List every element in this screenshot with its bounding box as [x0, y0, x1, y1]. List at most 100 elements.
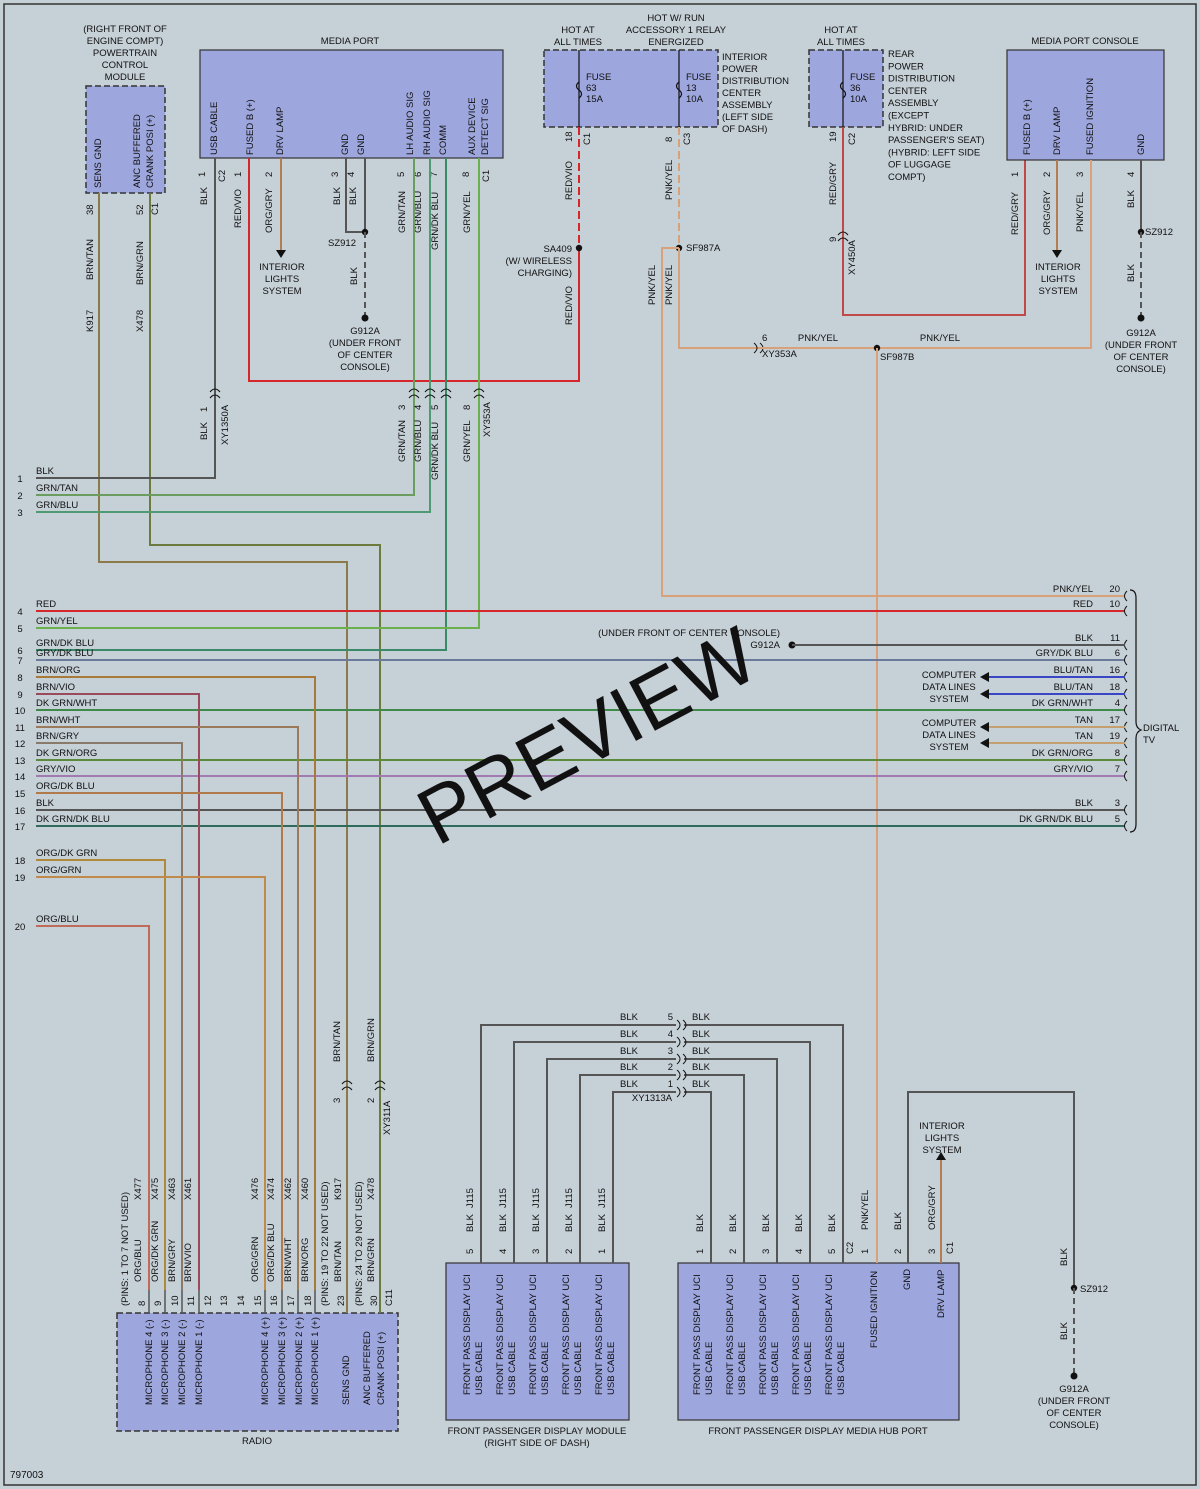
splice-label: SA409 — [543, 244, 572, 255]
ground-label: G912A — [1126, 328, 1156, 339]
rpdc-label: (EXCEPT — [888, 111, 929, 122]
bus-pin-number: 7 — [17, 656, 22, 667]
pin-number: 5 — [430, 405, 441, 410]
computer-data-lines-label: COMPUTER — [922, 670, 977, 681]
wire-color-label: BLK — [597, 1213, 608, 1232]
tv-pin-bracket — [1124, 754, 1128, 766]
wire-color-label: BLK — [1059, 1321, 1070, 1340]
fuse-13-label: FUSE — [686, 72, 711, 83]
fpdm-pin-number: 1 — [597, 1249, 608, 1254]
inline-connector-label: XY311A — [382, 1100, 393, 1135]
fpdm-pin-label: FRONT PASS DISPLAY UCI — [594, 1274, 605, 1395]
media-port-pin-label: DRV LAMP — [275, 107, 286, 155]
wire-red-gry — [842, 127, 1026, 316]
fpdmhp-pin-label: FRONT PASS DISPLAY UCI — [791, 1274, 802, 1395]
pcm-pin-label: CRANK POSI (+) — [145, 115, 156, 188]
digital-tv-label: TV — [1143, 735, 1156, 746]
fuse-63-label: FUSE — [586, 72, 611, 83]
fpdmhp-pin-number: 2 — [893, 1249, 904, 1254]
interior-lights-label: INTERIOR — [919, 1121, 965, 1132]
rpdc-label: REAR — [888, 49, 915, 60]
wire-color-label: BLK — [531, 1213, 542, 1232]
wire-blk — [546, 1058, 676, 1263]
radio-pin-label: MICROPHONE 2 (-) — [177, 1320, 188, 1406]
ipdc-connector: C3 — [682, 133, 693, 145]
connector-symbol — [440, 388, 452, 399]
ground-label: OF CENTER — [1047, 1408, 1102, 1419]
fpdmhp-pin-label: FRONT PASS DISPLAY UCI — [692, 1274, 703, 1395]
fuse-36-label: 36 — [850, 83, 861, 94]
fpdmhp-pin-number: 3 — [761, 1249, 772, 1254]
radio-pin-number: 15 — [253, 1295, 264, 1306]
interior-lights-label: SYSTEM — [262, 286, 301, 297]
wire-brn-tan — [98, 193, 348, 1080]
rpdc-label: ASSEMBLY — [888, 98, 939, 109]
circuit-label: X478 — [366, 1178, 377, 1200]
fpdmhp-pin-number: 5 — [827, 1249, 838, 1254]
interior-lights-label: LIGHTS — [925, 1133, 959, 1144]
wire-color-label: BLK — [692, 1046, 711, 1057]
media-port-pin-label: DETECT SIG — [480, 98, 491, 155]
tv-pin-bracket — [1124, 820, 1128, 832]
fpdmhp-pin-label: USB CABLE — [770, 1342, 781, 1395]
wire-color-label: BLK — [199, 421, 210, 440]
computer-data-lines-label: COMPUTER — [922, 718, 977, 729]
interior-lights-label: INTERIOR — [259, 262, 305, 273]
hot-w-run-label: HOT W/ RUN — [647, 13, 704, 24]
wire-color-label: BLK — [761, 1213, 772, 1232]
wire-color-label: BLK — [332, 186, 343, 205]
ground-icon — [361, 314, 369, 322]
fuse-63-label: 15A — [586, 94, 604, 105]
wire-color-label: PNK/YEL — [664, 160, 675, 200]
tv-pin-number: 19 — [1109, 731, 1120, 742]
tv-wire-label: PNK/YEL — [1053, 584, 1093, 595]
bus-wire-label: DK GRN/ORG — [36, 748, 97, 759]
radio-pin-number: 14 — [236, 1295, 247, 1306]
ipdc-box — [543, 49, 719, 128]
wire-color-label: GRN/TAN — [397, 420, 408, 462]
fpdmhp-pin-label: FRONT PASS DISPLAY UCI — [824, 1274, 835, 1395]
wire-color-label: BLK — [827, 1213, 838, 1232]
connector-symbol — [424, 388, 436, 399]
inline-connector-label: XY450A — [847, 239, 858, 275]
radio-box — [116, 1312, 399, 1432]
wire-brn-vio — [36, 693, 200, 1290]
splice-sa409 — [575, 244, 583, 252]
circuit-label: X463 — [167, 1178, 178, 1200]
fuse-13-label: 13 — [686, 83, 697, 94]
media-port-connector: C1 — [481, 170, 492, 182]
arrow-left-icon — [980, 738, 989, 748]
fpdmhp-pin-label: FUSED IGNITION — [869, 1271, 880, 1348]
fpdmhp-pin-number: 3 — [927, 1249, 938, 1254]
radio-pin-number: 13 — [219, 1295, 230, 1306]
connector-symbol — [408, 388, 420, 399]
fuse-icon — [839, 81, 847, 99]
bus-wire-label: ORG/GRN — [36, 865, 82, 876]
mpc-pin-label: FUSED B (+) — [1022, 99, 1033, 155]
bus-wire-label: GRN/BLU — [36, 500, 78, 511]
splice-label: G912A — [750, 640, 780, 651]
wire-pnk-yel — [678, 248, 762, 349]
wire-org-dk-grn — [36, 859, 166, 1290]
tv-pin-number: 18 — [1109, 682, 1120, 693]
wire-color-label: ORG/GRY — [1042, 190, 1053, 235]
wire-color-label: BRN/GRY — [167, 1238, 178, 1282]
fpdmhp-box — [677, 1262, 960, 1421]
wire-color-label: BLK — [498, 1213, 509, 1232]
wire-color-label: BLK — [1126, 263, 1137, 282]
pcm-connector: C1 — [150, 203, 161, 215]
wire-color-label: ORG/DK BLU — [266, 1223, 277, 1282]
tv-wire-label: BLK — [1075, 633, 1094, 644]
tv-wire-label: DK GRN/WHT — [1032, 698, 1093, 709]
ground-label: CONSOLE) — [1116, 364, 1166, 375]
fpdmhp-pin-number: 4 — [794, 1249, 805, 1254]
connector-symbol — [676, 1019, 687, 1031]
hot-at-all-times-label: ALL TIMES — [817, 37, 865, 48]
wire-color-label: ORG/GRY — [927, 1185, 938, 1230]
wire-color-label: RED/VIO — [564, 161, 575, 200]
mpc-pin-label: DRV LAMP — [1052, 107, 1063, 155]
wire-color-label: BLK — [692, 1079, 711, 1090]
tv-wire-label: BLU/TAN — [1054, 665, 1094, 676]
bus-wire-label: BRN/WHT — [36, 715, 81, 726]
fpdmhp-pin-number: 1 — [860, 1249, 871, 1254]
